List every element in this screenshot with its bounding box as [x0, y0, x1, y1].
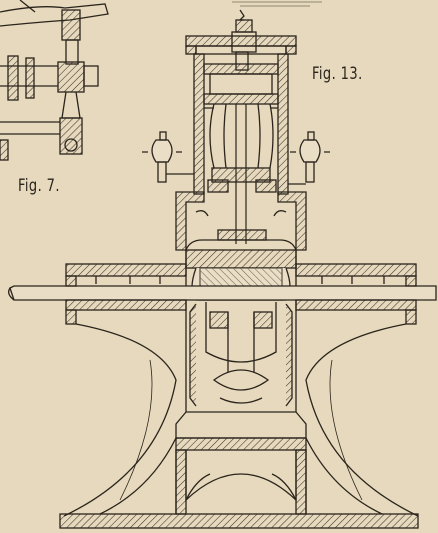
fig7-mechanism — [0, 0, 109, 161]
right-bearing-arm — [295, 263, 417, 325]
crank-chamber — [185, 239, 297, 413]
base-pedestal — [59, 323, 419, 529]
upper-cylinder — [193, 53, 289, 195]
horizontal-shaft — [8, 285, 437, 301]
top-text-fragment — [232, 1, 322, 7]
left-bearing-arm — [65, 263, 187, 325]
fig7-label: Fig. 7. — [18, 176, 60, 196]
fig13-label: Fig. 13. — [312, 64, 363, 84]
piston-rod — [235, 104, 247, 244]
right-lubricator — [288, 131, 330, 185]
top-cap — [185, 9, 297, 71]
left-lubricator — [142, 131, 194, 183]
